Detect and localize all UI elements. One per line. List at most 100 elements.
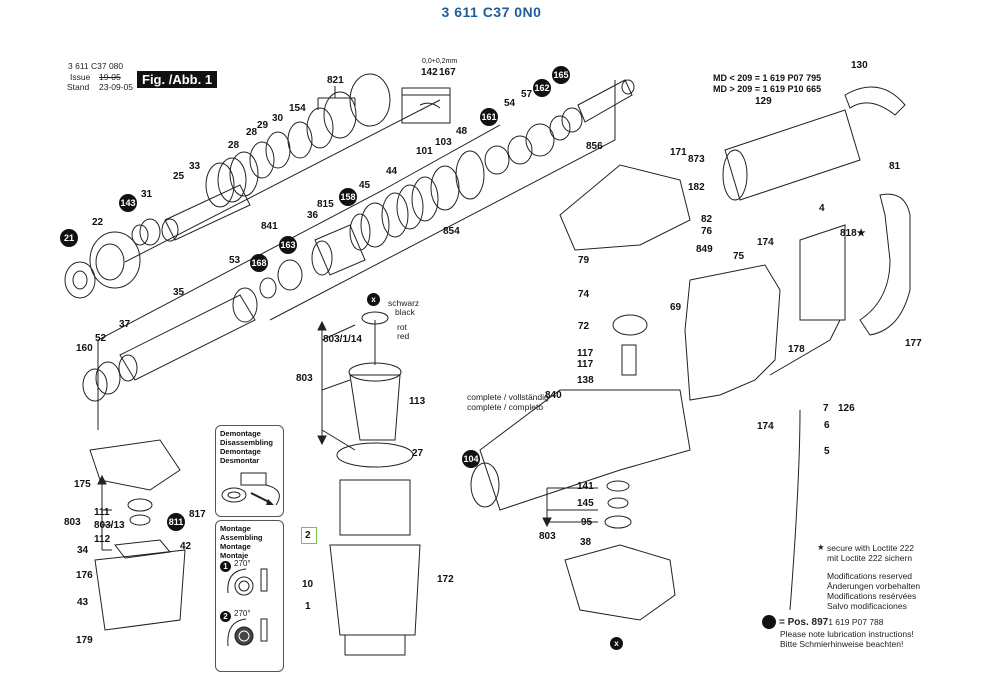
part-label-178[interactable]: 178 <box>788 344 805 355</box>
part-label-130[interactable]: 130 <box>851 60 868 71</box>
lube-badge-104[interactable]: 104 <box>462 450 480 468</box>
part-label-179[interactable]: 179 <box>76 635 93 646</box>
part-label-31[interactable]: 31 <box>141 189 153 200</box>
part-label-69[interactable]: 69 <box>670 302 682 313</box>
part-label-81[interactable]: 81 <box>889 161 901 172</box>
lube-badge-168[interactable]: 168 <box>250 254 268 272</box>
part-label-10[interactable]: 10 <box>302 579 314 590</box>
lube-badge-162[interactable]: 162 <box>533 79 551 97</box>
part-label-117b[interactable]: 117 <box>577 359 594 370</box>
part-label-840[interactable]: 840 <box>545 390 562 401</box>
lube-badge-143[interactable]: 143 <box>119 194 137 212</box>
part-label-841[interactable]: 841 <box>261 221 278 232</box>
part-label-177[interactable]: 177 <box>905 338 922 349</box>
lube-badge-163[interactable]: 163 <box>279 236 297 254</box>
part-label-113[interactable]: 113 <box>409 396 426 407</box>
part-label-803-1-14[interactable]: 803/1/14 <box>323 334 362 345</box>
part-label-174a[interactable]: 174 <box>757 237 774 248</box>
part-label-28a[interactable]: 28 <box>246 127 258 138</box>
assembly-title-en: Assembling <box>220 533 263 542</box>
part-label-101[interactable]: 101 <box>416 146 433 157</box>
part-label-48[interactable]: 48 <box>456 126 468 137</box>
part-label-803c[interactable]: 803 <box>64 517 81 528</box>
part-label-817[interactable]: 817 <box>189 509 206 520</box>
part-label-27[interactable]: 27 <box>412 448 424 459</box>
part-label-141[interactable]: 141 <box>577 481 594 492</box>
part-label-79[interactable]: 79 <box>578 255 590 266</box>
part-label-818[interactable]: 818★ <box>840 228 866 239</box>
part-label-6[interactable]: 6 <box>824 420 830 431</box>
part-label-174b[interactable]: 174 <box>757 421 774 432</box>
part-label-145[interactable]: 145 <box>577 498 594 509</box>
part-label-2[interactable]: 2 <box>305 530 311 541</box>
part-label-44[interactable]: 44 <box>386 166 398 177</box>
part-label-53[interactable]: 53 <box>229 255 241 266</box>
part-label-854[interactable]: 854 <box>443 226 460 237</box>
part-label-54[interactable]: 54 <box>504 98 516 109</box>
part-label-7[interactable]: 7 <box>823 403 829 414</box>
part-label-182[interactable]: 182 <box>688 182 705 193</box>
part-label-42[interactable]: 42 <box>180 541 192 552</box>
disassembly-title-de: Demontage <box>220 429 261 438</box>
part-label-4[interactable]: 4 <box>819 203 825 214</box>
lube-badge-161[interactable]: 161 <box>480 108 498 126</box>
part-label-175[interactable]: 175 <box>74 479 91 490</box>
lube-badge-165[interactable]: 165 <box>552 66 570 84</box>
part-o-ring <box>604 515 632 529</box>
drawing-number: 3 611 C37 080 <box>68 61 124 71</box>
part-label-35[interactable]: 35 <box>173 287 185 298</box>
part-label-33[interactable]: 33 <box>189 161 201 172</box>
part-label-821[interactable]: 821 <box>327 75 344 86</box>
part-label-129[interactable]: 129 <box>755 96 772 107</box>
part-label-75[interactable]: 75 <box>733 251 745 262</box>
part-label-154[interactable]: 154 <box>289 103 306 114</box>
part-label-45[interactable]: 45 <box>359 180 371 191</box>
part-label-22[interactable]: 22 <box>92 217 104 228</box>
part-label-803b[interactable]: 803 <box>539 531 556 542</box>
part-label-38[interactable]: 38 <box>580 537 592 548</box>
lube-badge-158[interactable]: 158 <box>339 188 357 206</box>
part-label-1[interactable]: 1 <box>305 601 311 612</box>
part-label-803-13[interactable]: 803/13 <box>94 520 125 531</box>
part-label-30[interactable]: 30 <box>272 113 284 124</box>
part-label-803a[interactable]: 803 <box>296 373 313 384</box>
part-label-57[interactable]: 57 <box>521 89 533 100</box>
part-label-5[interactable]: 5 <box>824 446 830 457</box>
part-label-43[interactable]: 43 <box>77 597 89 608</box>
part-label-873[interactable]: 873 <box>688 154 705 165</box>
part-label-112[interactable]: 112 <box>94 534 111 545</box>
part-label[interactable]: 167 <box>439 67 456 78</box>
part-label-171[interactable]: 171 <box>670 147 687 158</box>
part-label-95[interactable]: 95 <box>581 517 593 528</box>
part-label-2-highlight[interactable]: 2 <box>301 527 317 544</box>
part-label-126[interactable]: 126 <box>838 403 855 414</box>
part-label-138[interactable]: 138 <box>577 375 594 386</box>
stand-date: 23-09-05 <box>99 82 134 92</box>
part-label-52[interactable]: 52 <box>95 333 107 344</box>
part-label-160[interactable]: 160 <box>76 343 93 354</box>
legend-mod-de: Änderungen vorbehalten <box>827 581 921 591</box>
part-label-34[interactable]: 34 <box>77 545 89 556</box>
part-label-103[interactable]: 103 <box>435 137 452 148</box>
part-label-117a[interactable]: 117 <box>577 348 594 359</box>
part-label-29[interactable]: 29 <box>257 120 269 131</box>
part-label-815[interactable]: 815 <box>317 199 334 210</box>
lube-badge-811[interactable]: 811 <box>167 513 185 531</box>
part-label-25[interactable]: 25 <box>173 171 185 182</box>
part-label-74[interactable]: 74 <box>578 289 590 300</box>
part-label-176[interactable]: 176 <box>76 570 93 581</box>
part-label-111[interactable]: 111 <box>94 507 110 518</box>
part-label-72[interactable]: 72 <box>578 321 590 332</box>
part-label-82[interactable]: 82 <box>701 214 713 225</box>
part-label[interactable]: 142 <box>421 67 438 78</box>
part-label-172[interactable]: 172 <box>437 574 454 585</box>
part-label-76[interactable]: 76 <box>701 226 713 237</box>
part-label-856[interactable]: 856 <box>586 141 603 152</box>
lube-badge-21[interactable]: 21 <box>60 229 78 247</box>
part-label-36[interactable]: 36 <box>307 210 319 221</box>
part-label-849[interactable]: 849 <box>696 244 713 255</box>
part-label-28b[interactable]: 28 <box>228 140 240 151</box>
part-plate <box>114 539 171 559</box>
part-label-37[interactable]: 37 <box>119 319 131 330</box>
